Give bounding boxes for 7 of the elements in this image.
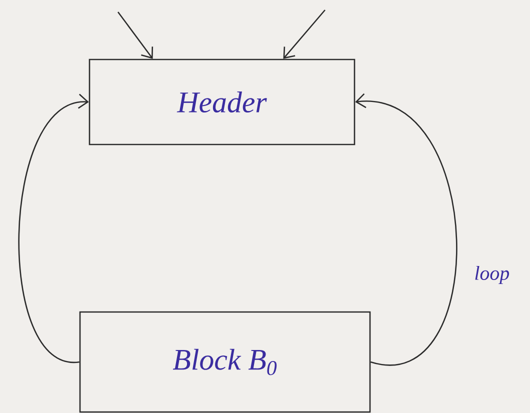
- arrow: [18, 94, 89, 363]
- edge-label: loop: [472, 264, 512, 286]
- arrow: [355, 93, 458, 366]
- arrow: [283, 10, 326, 59]
- block-box: Block B$_{0}$: [79, 311, 371, 413]
- arrow: [117, 12, 154, 59]
- block-box: Header: [88, 58, 356, 146]
